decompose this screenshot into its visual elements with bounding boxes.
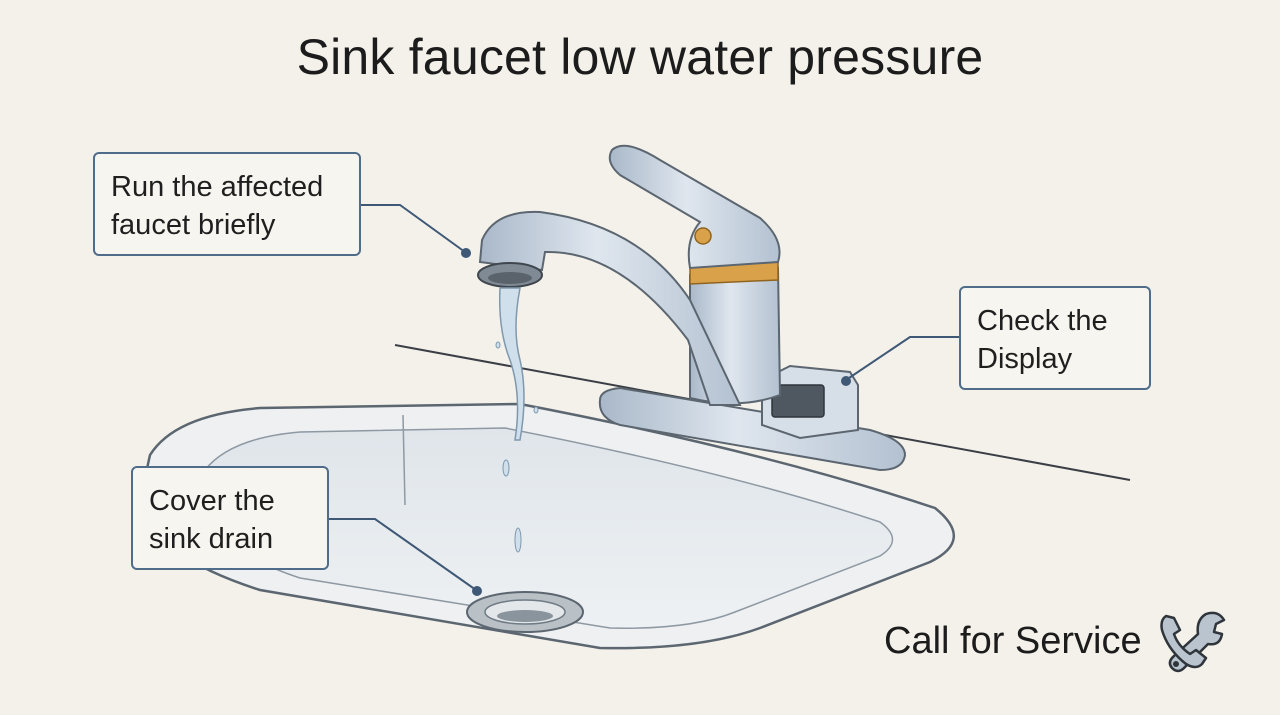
leader-cover-drain [329,518,477,591]
display-screen [771,384,825,418]
callout-check-display-line1: Check the [977,305,1108,337]
faucet-base-plate [598,386,907,472]
faucet-handle [608,144,781,270]
water-stream [498,287,525,441]
callout-cover-drain: Cover the sink drain [131,466,329,570]
leader-check-display [845,336,959,381]
callout-cover-drain-line2: sink drain [149,523,274,555]
callout-check-display-line2: Display [977,343,1073,375]
callout-cover-drain-line1: Cover the [149,485,275,517]
callout-run-faucet-line1: Run the affected [111,171,324,203]
phone-wrench-icon[interactable] [1156,606,1228,676]
callout-run-faucet-line2: faucet briefly [111,209,276,241]
leader-run-faucet [361,204,466,253]
faucet-spout [478,210,742,406]
page-title: Sink faucet low water pressure [296,29,984,85]
callout-check-display: Check the Display [959,286,1151,390]
call-for-service-label[interactable]: Call for Service [884,620,1142,662]
callout-run-faucet: Run the affected faucet briefly [93,152,361,256]
sink-basin [204,427,894,629]
